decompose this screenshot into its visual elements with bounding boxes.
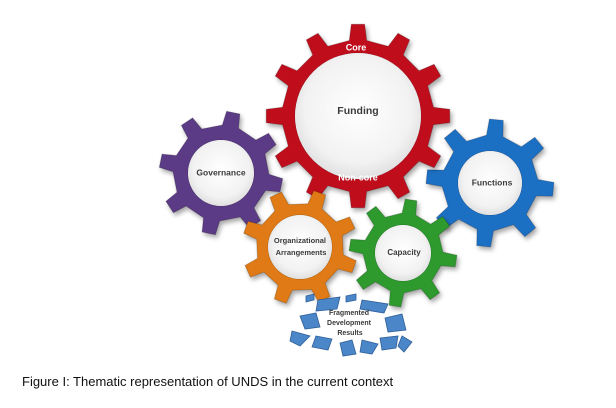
diagram: Governance Functions Funding Core Non-co… [158, 23, 555, 357]
organizational-arrangements-gear: Organizational Arrangements [243, 190, 357, 304]
fragment-shard [339, 339, 357, 357]
fragment-shard [305, 293, 315, 303]
fragment-shard [359, 299, 389, 314]
organizational-arrangements-label: Organizational Arrangements [274, 236, 328, 257]
governance-label: Governance [196, 167, 245, 177]
fragment-shard [345, 293, 357, 303]
funding-noncore-label: Non-core [338, 172, 378, 182]
governance-gear: Governance [158, 110, 284, 236]
funding-gear: Funding Core Non-core [265, 23, 451, 209]
fragment-shard [289, 330, 311, 347]
fragmented-results-label: Fragmented Development Results [327, 310, 373, 337]
funding-label: Funding [337, 105, 378, 117]
functions-label: Functions [472, 177, 513, 187]
fragmented-results-cluster [289, 293, 413, 357]
capacity-label: Capacity [387, 248, 421, 257]
fragment-shard [315, 296, 341, 312]
funding-core-label: Core [346, 42, 367, 52]
fragment-shard [311, 335, 333, 351]
figure-caption: Figure I: Thematic representation of UND… [22, 374, 394, 389]
fragment-shard [359, 339, 379, 355]
fragment-shard [299, 312, 321, 330]
fragment-shard [384, 313, 407, 333]
functions-gear: Functions [425, 118, 555, 248]
fragment-shard [397, 335, 413, 353]
capacity-gear: Capacity [348, 198, 458, 308]
fragment-shard [379, 335, 399, 351]
